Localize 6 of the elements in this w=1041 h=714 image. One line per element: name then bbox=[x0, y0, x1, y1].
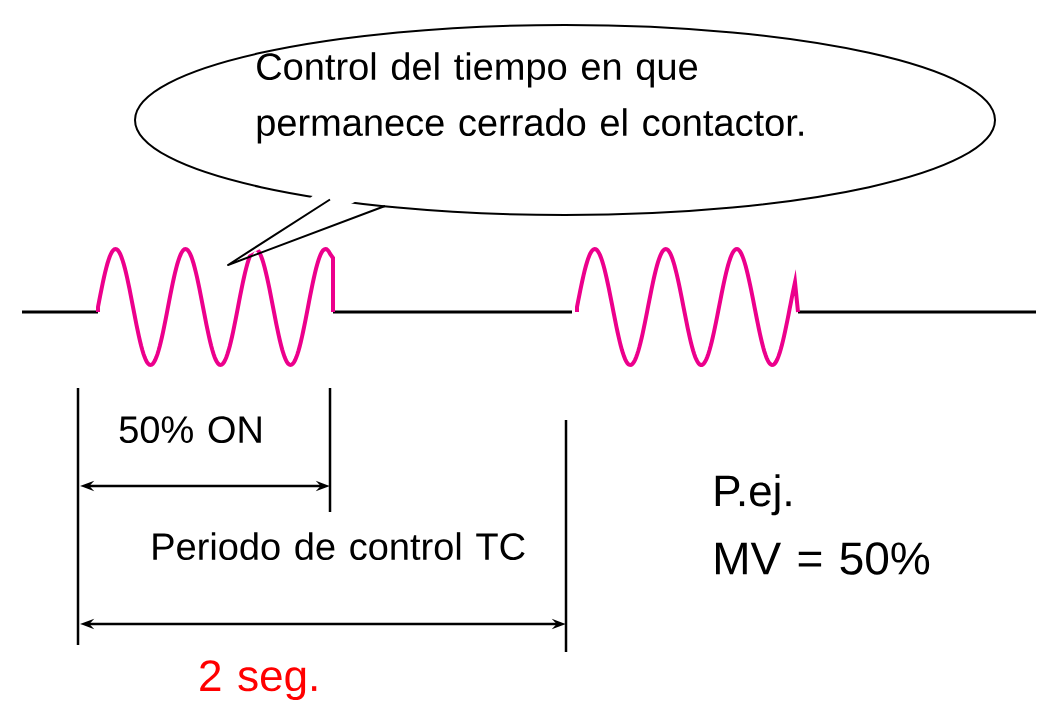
text-label: 50% ON bbox=[119, 416, 261, 444]
text-label: P.ej. bbox=[715, 474, 791, 516]
text-label: 2 seg. bbox=[200, 660, 317, 701]
speech-bubble: Control del tiempo en que permanece cerrado el contactor. bbox=[134, 24, 996, 266]
text-label: Periodo de control TC bbox=[153, 532, 525, 561]
text-label: MV = 50% bbox=[716, 542, 930, 575]
